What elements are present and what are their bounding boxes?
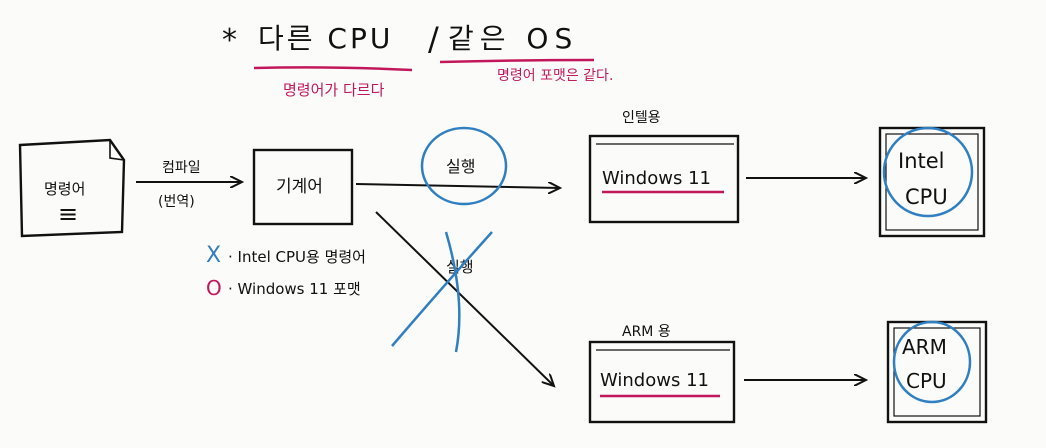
- target-arm-cpu-label-2: CPU: [906, 369, 947, 393]
- target-intel-cpu-circle: [882, 126, 974, 218]
- exec-fail-cross-2: [444, 231, 461, 353]
- target-arm-caption: ARM 용: [622, 324, 671, 340]
- title-right-underline: [439, 58, 595, 64]
- machine-code-box: [252, 148, 354, 226]
- target-intel-caption: 인텔용: [622, 110, 661, 126]
- title-slash: /: [428, 20, 439, 58]
- legend-o-mark: O: [206, 276, 222, 300]
- title-right-note: 명령어 포맷은 같다.: [497, 68, 613, 84]
- legend-o-text: · Windows 11 포맷: [228, 280, 361, 298]
- target-arm-cpu-label-1: ARM: [902, 335, 947, 359]
- machine-code-label: 기계어: [276, 177, 323, 197]
- title-left-underline: [253, 66, 413, 72]
- exec-ok-circle: [420, 126, 508, 206]
- target-intel-os-label: Windows 11: [602, 168, 711, 189]
- source-document: [18, 138, 126, 238]
- title-star: *: [222, 23, 237, 58]
- target-arm-cpu-circle: [892, 320, 972, 404]
- compile-label-bottom: (번역): [158, 194, 195, 210]
- title-right: 같은 OS: [448, 22, 578, 55]
- legend-x-mark: X: [206, 243, 221, 268]
- compile-label-top: 컴파일: [162, 160, 201, 176]
- exec-fail-cross-1: [391, 231, 493, 347]
- target-intel-cpu-label-2: CPU: [905, 185, 948, 209]
- target-arm-os-label: Windows 11: [600, 370, 709, 391]
- target-intel-cpu-box: [878, 126, 986, 238]
- exec-ok-label: 실행: [446, 157, 475, 176]
- target-arm-os-box: [588, 340, 736, 424]
- target-intel-cpu-label-1: Intel: [898, 149, 945, 173]
- title-left: 다른 CPU: [258, 22, 393, 55]
- target-intel-os-box: [588, 134, 740, 224]
- legend-x-text: · Intel CPU용 명령어: [228, 248, 366, 266]
- exec-fail-arrow: [375, 211, 554, 386]
- title-left-note: 명령어가 다르다: [283, 81, 385, 99]
- source-doc-lines: ≡: [58, 200, 78, 228]
- exec-ok-arrow: [355, 184, 560, 188]
- source-doc-label: 명령어: [44, 180, 85, 198]
